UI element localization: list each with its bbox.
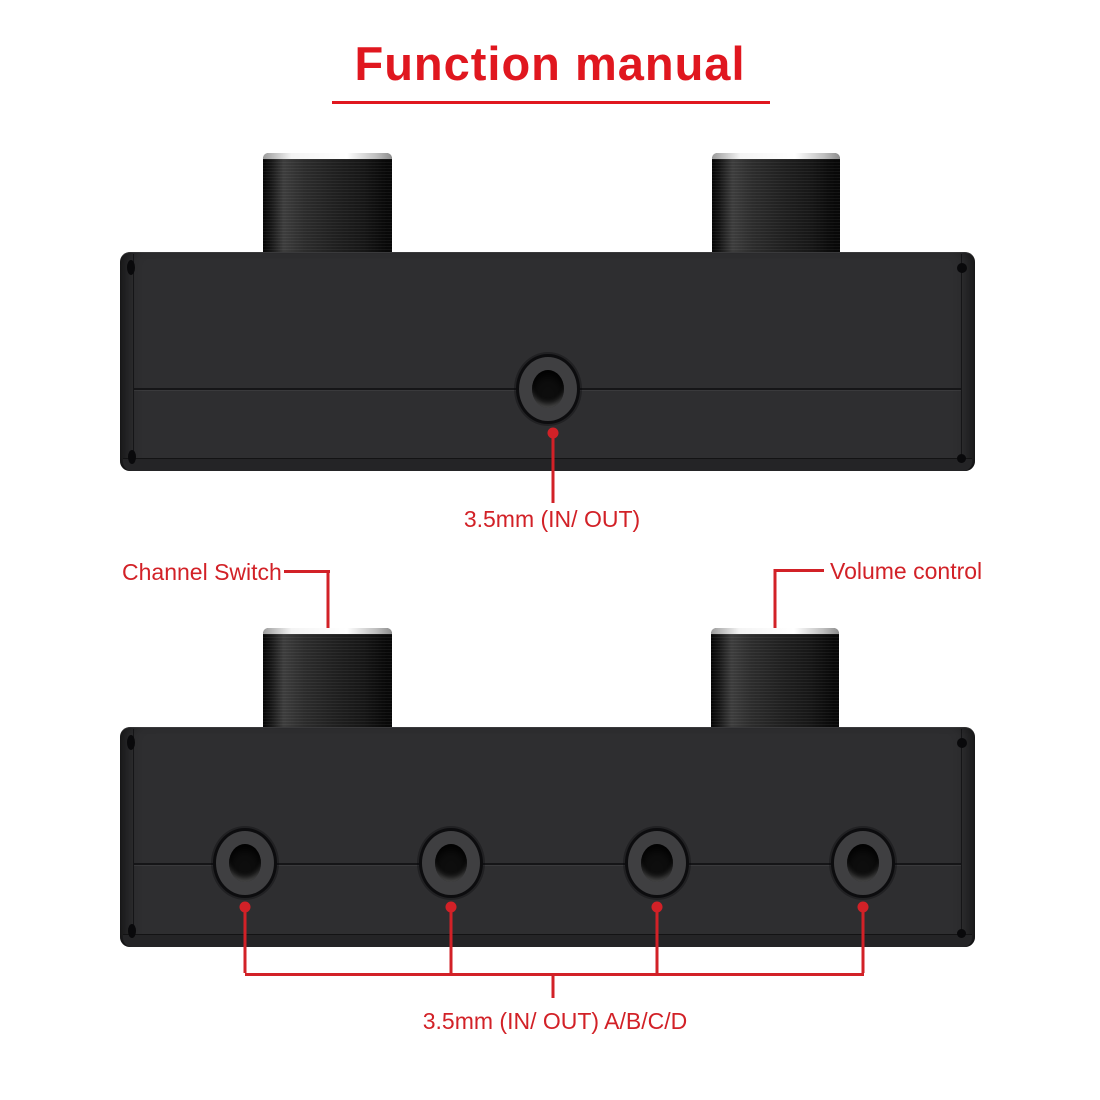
jack-hole bbox=[847, 844, 879, 882]
jack-a bbox=[213, 828, 277, 898]
jack-hole bbox=[229, 844, 261, 882]
knob-top-highlight bbox=[263, 628, 392, 634]
jack-d bbox=[831, 828, 895, 898]
chassis-bottom-bevel bbox=[123, 934, 972, 947]
volume-control-knob bbox=[711, 628, 839, 728]
top-jack-label: 3.5mm (IN/ OUT) bbox=[463, 506, 641, 532]
bottom-jacks-label: 3.5mm (IN/ OUT) A/B/C/D bbox=[422, 1008, 688, 1034]
leader-line-horizontal bbox=[284, 570, 330, 573]
panel-edge-right bbox=[961, 729, 962, 945]
audio-jack-io bbox=[516, 354, 580, 424]
knob-top-highlight bbox=[263, 153, 392, 159]
bottom-device-chassis bbox=[120, 727, 975, 947]
pointer-dot bbox=[547, 427, 559, 439]
screw-notch bbox=[127, 260, 135, 275]
top-device-knob-left bbox=[263, 153, 392, 253]
title-underline bbox=[332, 101, 770, 104]
jack-c bbox=[625, 828, 689, 898]
volume-control-label: Volume control bbox=[830, 558, 983, 584]
screw-notch bbox=[957, 738, 967, 748]
channel-switch-knob bbox=[263, 628, 392, 728]
screw-notch bbox=[957, 929, 966, 938]
panel-edge-left bbox=[133, 254, 134, 469]
leader-line-vertical bbox=[861, 912, 865, 973]
leader-line-vertical bbox=[655, 912, 659, 973]
leader-line-connector bbox=[245, 973, 864, 976]
jack-hole bbox=[641, 844, 673, 882]
knob-top-highlight bbox=[711, 628, 839, 634]
leader-line-vertical bbox=[326, 571, 330, 633]
screw-notch bbox=[128, 924, 136, 938]
jack-hole bbox=[532, 370, 564, 408]
top-device-chassis bbox=[120, 252, 975, 471]
leader-line-vertical bbox=[551, 438, 555, 503]
pointer-dot bbox=[239, 901, 251, 913]
leader-line-vertical bbox=[773, 569, 777, 632]
jack-b bbox=[419, 828, 483, 898]
leader-line-horizontal bbox=[775, 569, 824, 572]
top-device-knob-right bbox=[712, 153, 840, 253]
leader-line-vertical bbox=[449, 912, 453, 973]
pointer-dot bbox=[651, 901, 663, 913]
channel-switch-label: Channel Switch bbox=[122, 559, 282, 585]
screw-notch bbox=[957, 454, 966, 463]
screw-notch bbox=[128, 450, 136, 464]
jack-hole bbox=[435, 844, 467, 882]
panel-seam bbox=[134, 863, 961, 865]
knob-top-highlight bbox=[712, 153, 840, 159]
page-title: Function manual bbox=[354, 37, 746, 90]
chassis-bottom-bevel bbox=[123, 458, 972, 471]
pointer-dot bbox=[857, 901, 869, 913]
panel-edge-left bbox=[133, 729, 134, 945]
leader-line-stub bbox=[551, 976, 555, 998]
panel-edge-right bbox=[961, 254, 962, 469]
leader-line-vertical bbox=[243, 912, 247, 973]
screw-notch bbox=[127, 735, 135, 750]
pointer-dot bbox=[445, 901, 457, 913]
screw-notch bbox=[957, 263, 967, 273]
